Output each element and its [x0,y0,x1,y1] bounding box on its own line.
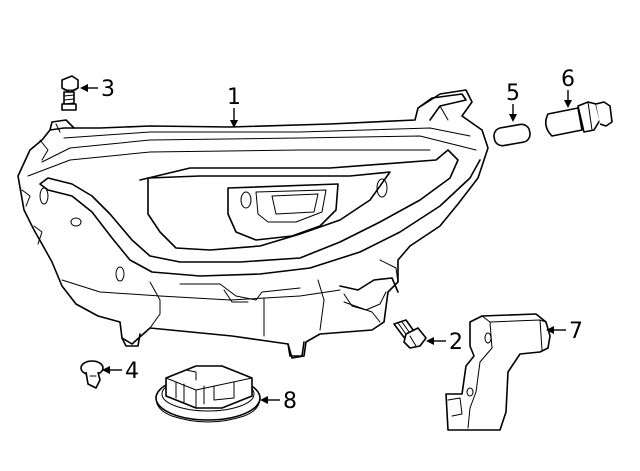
headlamp-assembly-icon[interactable] [17,89,489,359]
callout-8: 8 [283,389,297,414]
leader-line-7 [546,326,566,334]
callout-7: 7 [569,319,583,344]
cover-cap-icon[interactable] [155,365,261,423]
callout-1: 1 [227,85,241,110]
bolt-icon[interactable] [61,75,79,111]
leader-line-2 [426,337,446,345]
callout-2: 2 [449,330,463,355]
callout-4: 4 [125,359,139,384]
leader-line-6 [564,90,572,108]
bolt-icon[interactable] [393,319,427,349]
bulb-socket-icon[interactable] [544,101,613,137]
callout-6: 6 [561,67,575,92]
bracket-icon[interactable] [445,313,551,431]
callout-5: 5 [506,81,520,106]
bulb-icon[interactable] [493,123,532,147]
leader-line-5 [509,104,517,122]
leader-line-1 [230,108,238,128]
clip-icon[interactable] [80,360,104,389]
leader-line-8 [260,396,280,404]
callout-3: 3 [101,77,115,102]
leader-line-4 [102,366,122,374]
leader-line-3 [80,84,98,92]
